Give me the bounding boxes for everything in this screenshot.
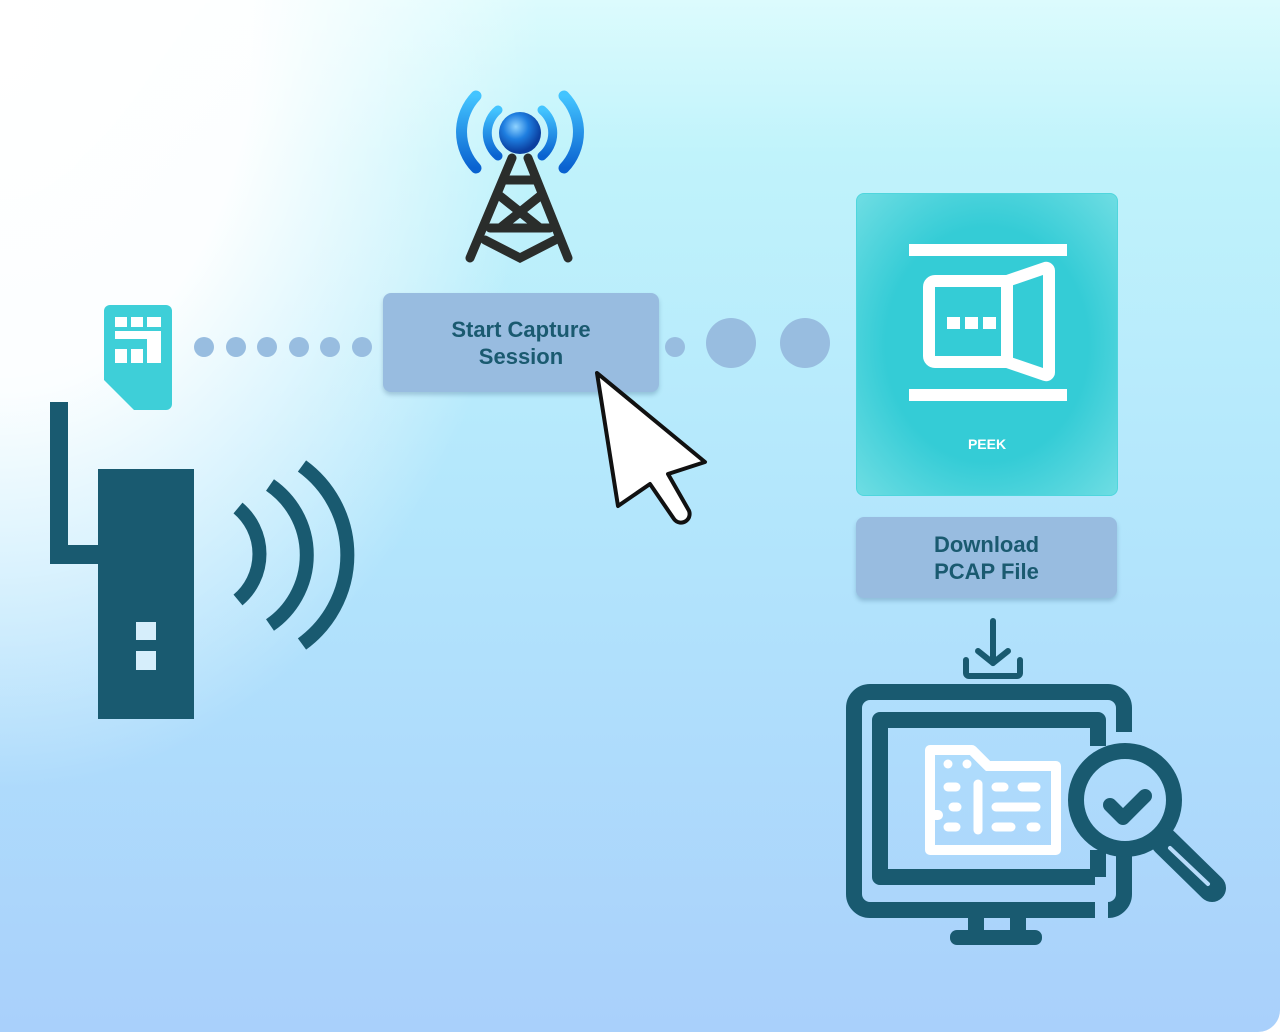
start-capture-label-line1: Start Capture <box>451 316 591 342</box>
peek-logo-icon <box>909 244 1067 401</box>
monitor-analysis-icon <box>846 684 1226 945</box>
wireless-router-icon <box>50 402 355 719</box>
download-label-line2: PCAP File <box>934 558 1039 584</box>
start-capture-session-button[interactable]: Start Capture Session <box>383 293 659 392</box>
peek-label: PEEK <box>967 436 1007 452</box>
peek-app-card[interactable]: PEEK <box>856 193 1118 496</box>
mouse-cursor-icon <box>595 371 707 525</box>
connection-dots-right <box>665 318 830 368</box>
sim-card-icon <box>104 305 172 410</box>
connection-dots-left <box>194 337 372 357</box>
cell-tower-icon <box>456 90 584 264</box>
download-icon <box>963 618 1023 679</box>
download-pcap-file-button[interactable]: Download PCAP File <box>856 517 1117 598</box>
start-capture-label-line2: Session <box>478 343 564 369</box>
download-label-line1: Download <box>933 531 1040 557</box>
